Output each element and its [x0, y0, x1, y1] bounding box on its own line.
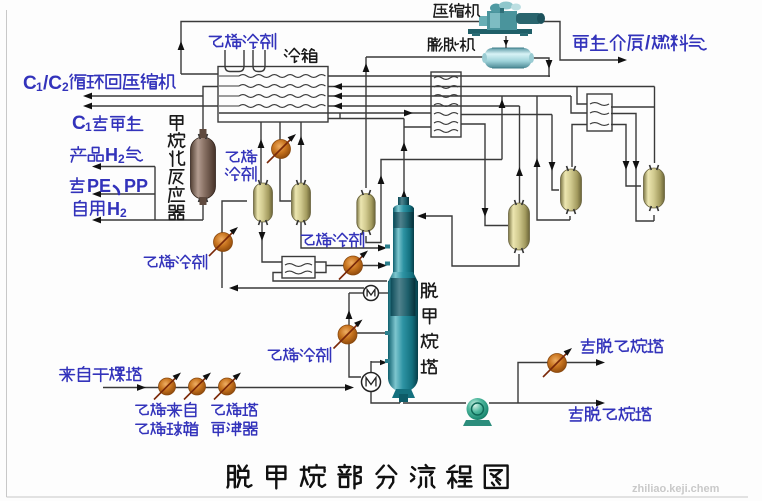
svg-text:1: 1: [85, 120, 92, 134]
svg-text:/: /: [645, 33, 651, 54]
svg-text:1: 1: [36, 80, 43, 94]
svg-text:zhiliao.keji.chem: zhiliao.keji.chem: [632, 483, 720, 495]
svg-text:C: C: [72, 113, 86, 134]
svg-text:2: 2: [62, 80, 69, 94]
svg-text:C: C: [23, 73, 37, 94]
svg-text:PE: PE: [87, 176, 111, 196]
svg-text:H: H: [107, 199, 120, 219]
svg-text:/C: /C: [43, 73, 62, 94]
svg-text:H: H: [105, 145, 118, 165]
svg-text:2: 2: [118, 152, 125, 166]
svg-text:2: 2: [120, 206, 127, 220]
svg-text:PP: PP: [124, 176, 148, 196]
